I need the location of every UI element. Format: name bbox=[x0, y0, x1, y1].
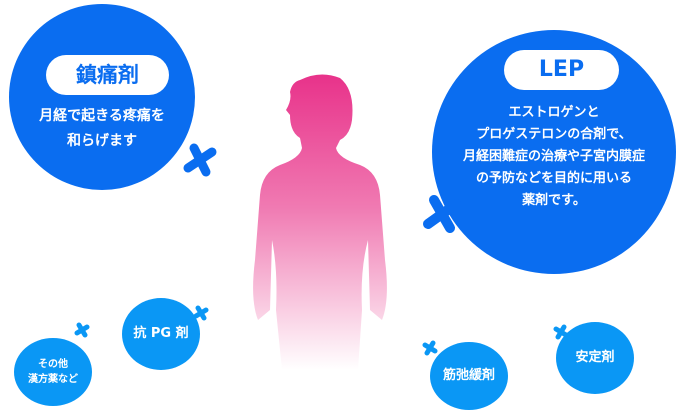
painkiller-circle: 鎮痛剤 月経で起きる疼痛を 和らげます bbox=[9, 4, 195, 190]
muscle-relaxant-circle: 筋弛緩剤 bbox=[430, 342, 508, 410]
lep-desc-line: 薬剤です。 bbox=[522, 193, 586, 208]
lep-desc-line: の予防などを目的に用いる bbox=[475, 171, 632, 186]
painkiller-desc-line: 和らげます bbox=[67, 133, 137, 149]
cross-icon bbox=[74, 322, 90, 338]
cross-icon bbox=[423, 195, 461, 233]
lep-desc-line: エストロゲンと bbox=[508, 105, 600, 120]
tranquilizer-circle: 安定剤 bbox=[556, 322, 634, 394]
lep-desc-line: プロゲステロンの合剤で、 bbox=[476, 127, 632, 142]
cross-icon bbox=[422, 340, 438, 356]
lep-desc-line: 月経困難症の治療や子宮内膜症 bbox=[462, 149, 645, 164]
cross-icon bbox=[183, 143, 217, 177]
female-silhouette bbox=[253, 74, 387, 370]
other-label: その他 bbox=[38, 359, 68, 370]
painkiller-title: 鎮痛剤 bbox=[46, 55, 169, 95]
painkiller-desc-line: 月経で起きる疼痛を bbox=[39, 108, 165, 124]
cross-icon bbox=[553, 324, 569, 340]
muscle-relaxant-label: 筋弛緩剤 bbox=[442, 368, 495, 384]
anti-pg-circle: 抗 PG 剤 bbox=[122, 298, 200, 370]
anti-pg-label: 抗 PG 剤 bbox=[133, 326, 189, 342]
lep-circle: LEP エストロゲンと プロゲステロンの合剤で、 月経困難症の治療や子宮内膜症 … bbox=[432, 30, 676, 274]
tranquilizer-label: 安定剤 bbox=[575, 350, 615, 366]
cross-icon bbox=[193, 305, 209, 321]
other-kampo-circle: その他漢方薬など bbox=[14, 338, 92, 406]
lep-title: LEP bbox=[504, 50, 619, 90]
other-label: 漢方薬など bbox=[28, 374, 78, 385]
